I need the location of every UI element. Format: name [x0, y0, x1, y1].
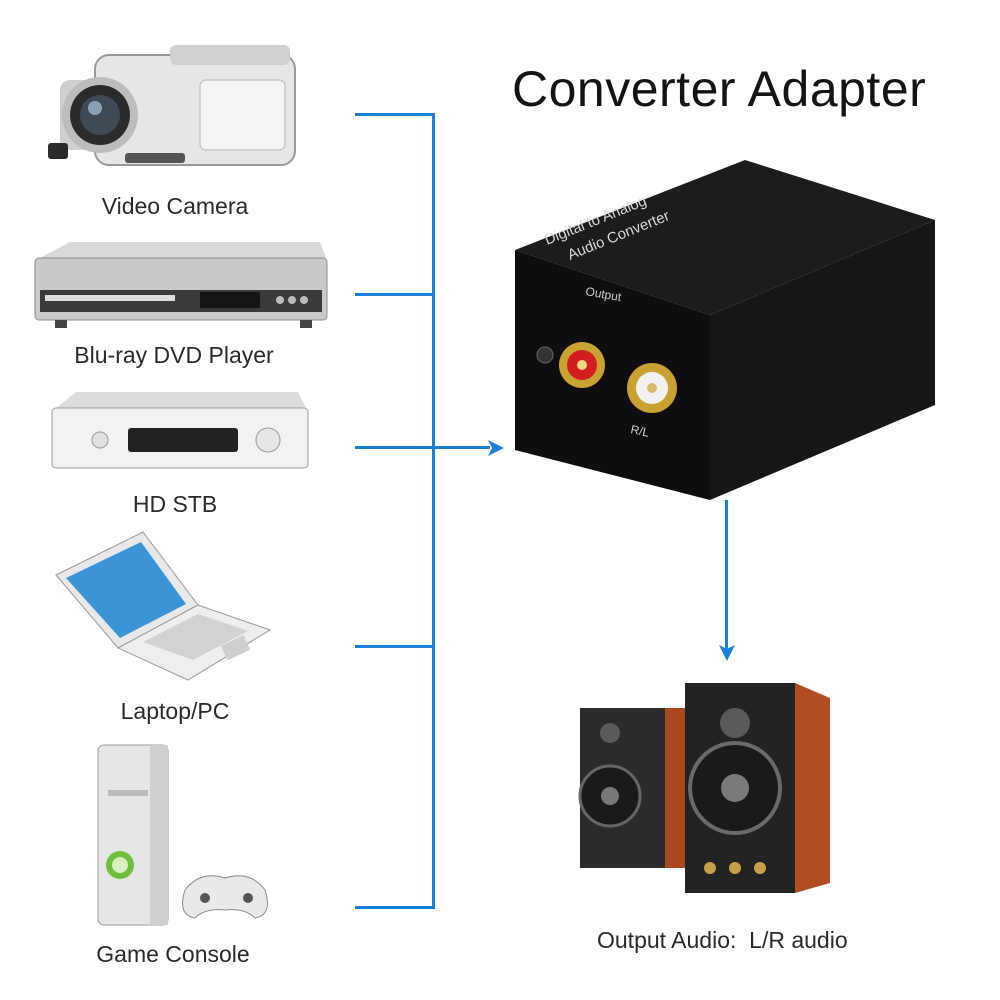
converter-port-text: R/L: [629, 422, 650, 440]
device-label-game-console: Game Console: [96, 941, 250, 967]
game-console-icon: [97, 744, 268, 926]
diagram-title: Converter Adapter: [512, 61, 927, 117]
wire-laptop: [355, 645, 435, 648]
speakers-icon: [578, 683, 830, 893]
converter-box-icon: Digital to Analog Audio Converter Output…: [515, 160, 935, 500]
device-label-laptop: Laptop/PC: [120, 698, 230, 724]
device-label-bluray-player: Blu-ray DVD Player: [74, 342, 274, 368]
output-audio-label: Output Audio: L/R audio: [597, 927, 848, 953]
wire-hd-stb: [355, 446, 435, 449]
wire-to-converter: [435, 446, 490, 449]
wire-bluray-player: [355, 293, 435, 296]
wire-to-speakers: [725, 500, 728, 650]
wire-vertical-trunk: [432, 113, 435, 909]
arrow-to-converter-icon: [488, 440, 504, 456]
converter-output-text: Output: [584, 284, 623, 304]
wire-video-camera: [355, 113, 435, 116]
device-label-hd-stb: HD STB: [132, 491, 218, 517]
bluray-player-icon: [34, 242, 328, 328]
device-label-video-camera: Video Camera: [101, 193, 249, 219]
video-camera-icon: [48, 45, 296, 166]
set-top-box-icon: [51, 392, 309, 469]
wire-game-console: [355, 906, 435, 909]
laptop-icon: [55, 531, 272, 681]
arrow-to-speakers-icon: [719, 645, 735, 661]
